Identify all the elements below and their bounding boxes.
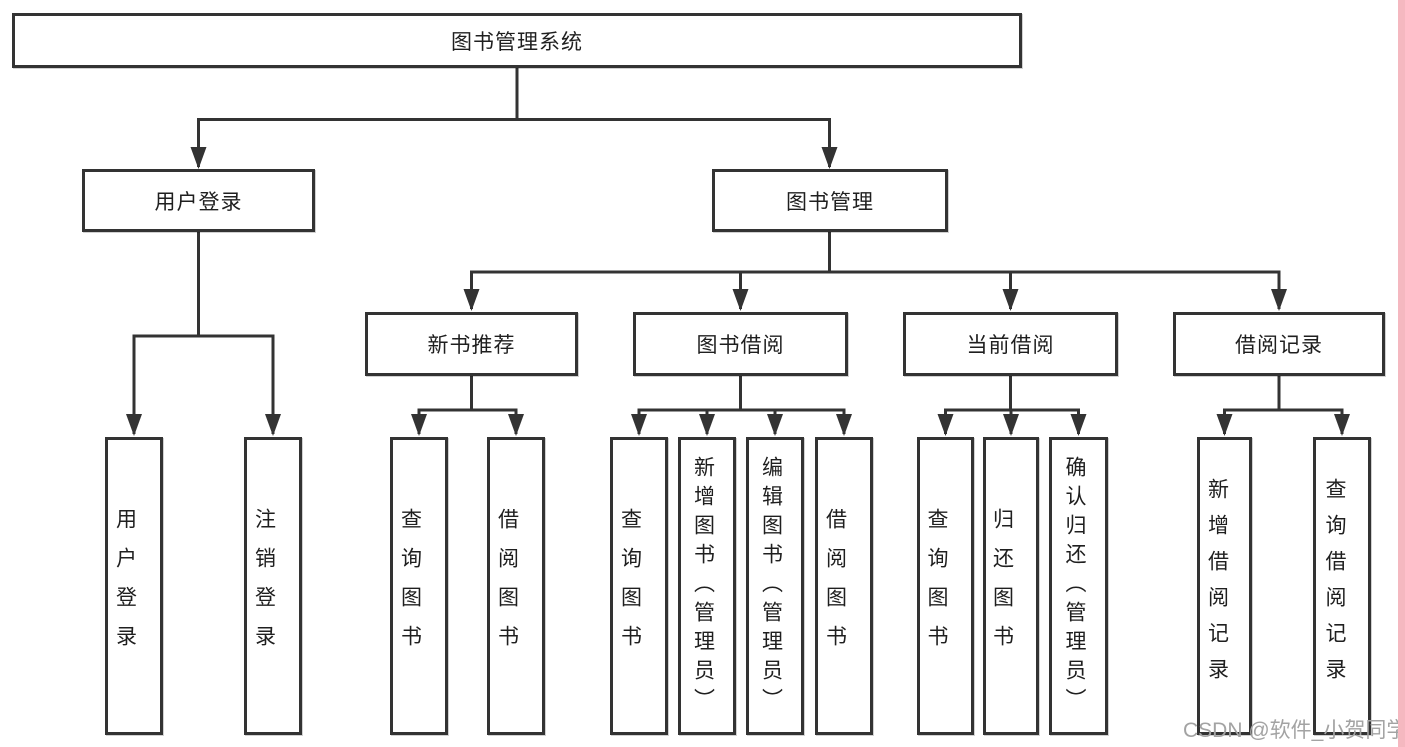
node-book-borrowing: 图书借阅	[633, 312, 848, 376]
node-label: 图书借阅	[696, 334, 785, 357]
node-label: 借阅图书	[823, 508, 847, 664]
leaf-cb-query-books: 查询图书	[917, 437, 974, 735]
node-root: 图书管理系统	[12, 13, 1022, 68]
leaf-cb-confirm-return: 确认归还（管理员）	[1049, 437, 1108, 735]
node-label: 编辑图书（管理员）	[759, 455, 783, 717]
node-label: 查询借阅记录	[1323, 478, 1346, 694]
leaf-user-login: 用户登录	[105, 437, 163, 735]
node-label: 新增借阅记录	[1205, 478, 1229, 694]
leaf-nbr-query-books: 查询图书	[390, 437, 448, 735]
node-label: 新增图书（管理员）	[691, 455, 715, 717]
node-label: 注销登录	[252, 508, 276, 664]
leaf-bb-query-books: 查询图书	[610, 437, 668, 735]
node-label: 确认归还（管理员）	[1063, 455, 1086, 717]
leaf-br-query-record: 查询借阅记录	[1313, 437, 1371, 735]
node-label: 图书管理	[786, 190, 874, 214]
node-user-login: 用户登录	[82, 169, 315, 232]
node-current-borrowing: 当前借阅	[903, 312, 1118, 376]
node-label: 查询图书	[925, 508, 948, 664]
node-label: 用户登录	[154, 190, 243, 214]
watermark-strip	[1398, 0, 1405, 747]
node-book-management: 图书管理	[712, 169, 948, 232]
node-new-book-recommend: 新书推荐	[365, 312, 578, 376]
node-label: 借阅图书	[495, 508, 519, 664]
watermark: CSDN @软件_小贺同学	[1183, 719, 1405, 742]
leaf-bb-borrow-books: 借阅图书	[815, 437, 873, 735]
node-label: 用户登录	[113, 508, 137, 664]
leaf-nbr-borrow-books: 借阅图书	[487, 437, 545, 735]
node-label: 归还图书	[990, 508, 1014, 664]
leaf-br-add-record: 新增借阅记录	[1197, 437, 1252, 735]
node-label: 新书推荐	[427, 334, 516, 357]
node-label: 图书管理系统	[451, 30, 583, 54]
node-label: 查询图书	[618, 508, 642, 664]
leaf-cb-return-books: 归还图书	[983, 437, 1039, 735]
node-borrowing-records: 借阅记录	[1173, 312, 1385, 376]
leaf-bb-edit-books: 编辑图书（管理员）	[746, 437, 804, 735]
leaf-bb-add-books: 新增图书（管理员）	[678, 437, 736, 735]
node-label: 查询图书	[398, 508, 422, 664]
node-label: 借阅记录	[1235, 334, 1323, 357]
node-label: 当前借阅	[966, 334, 1055, 357]
leaf-logout: 注销登录	[244, 437, 302, 735]
